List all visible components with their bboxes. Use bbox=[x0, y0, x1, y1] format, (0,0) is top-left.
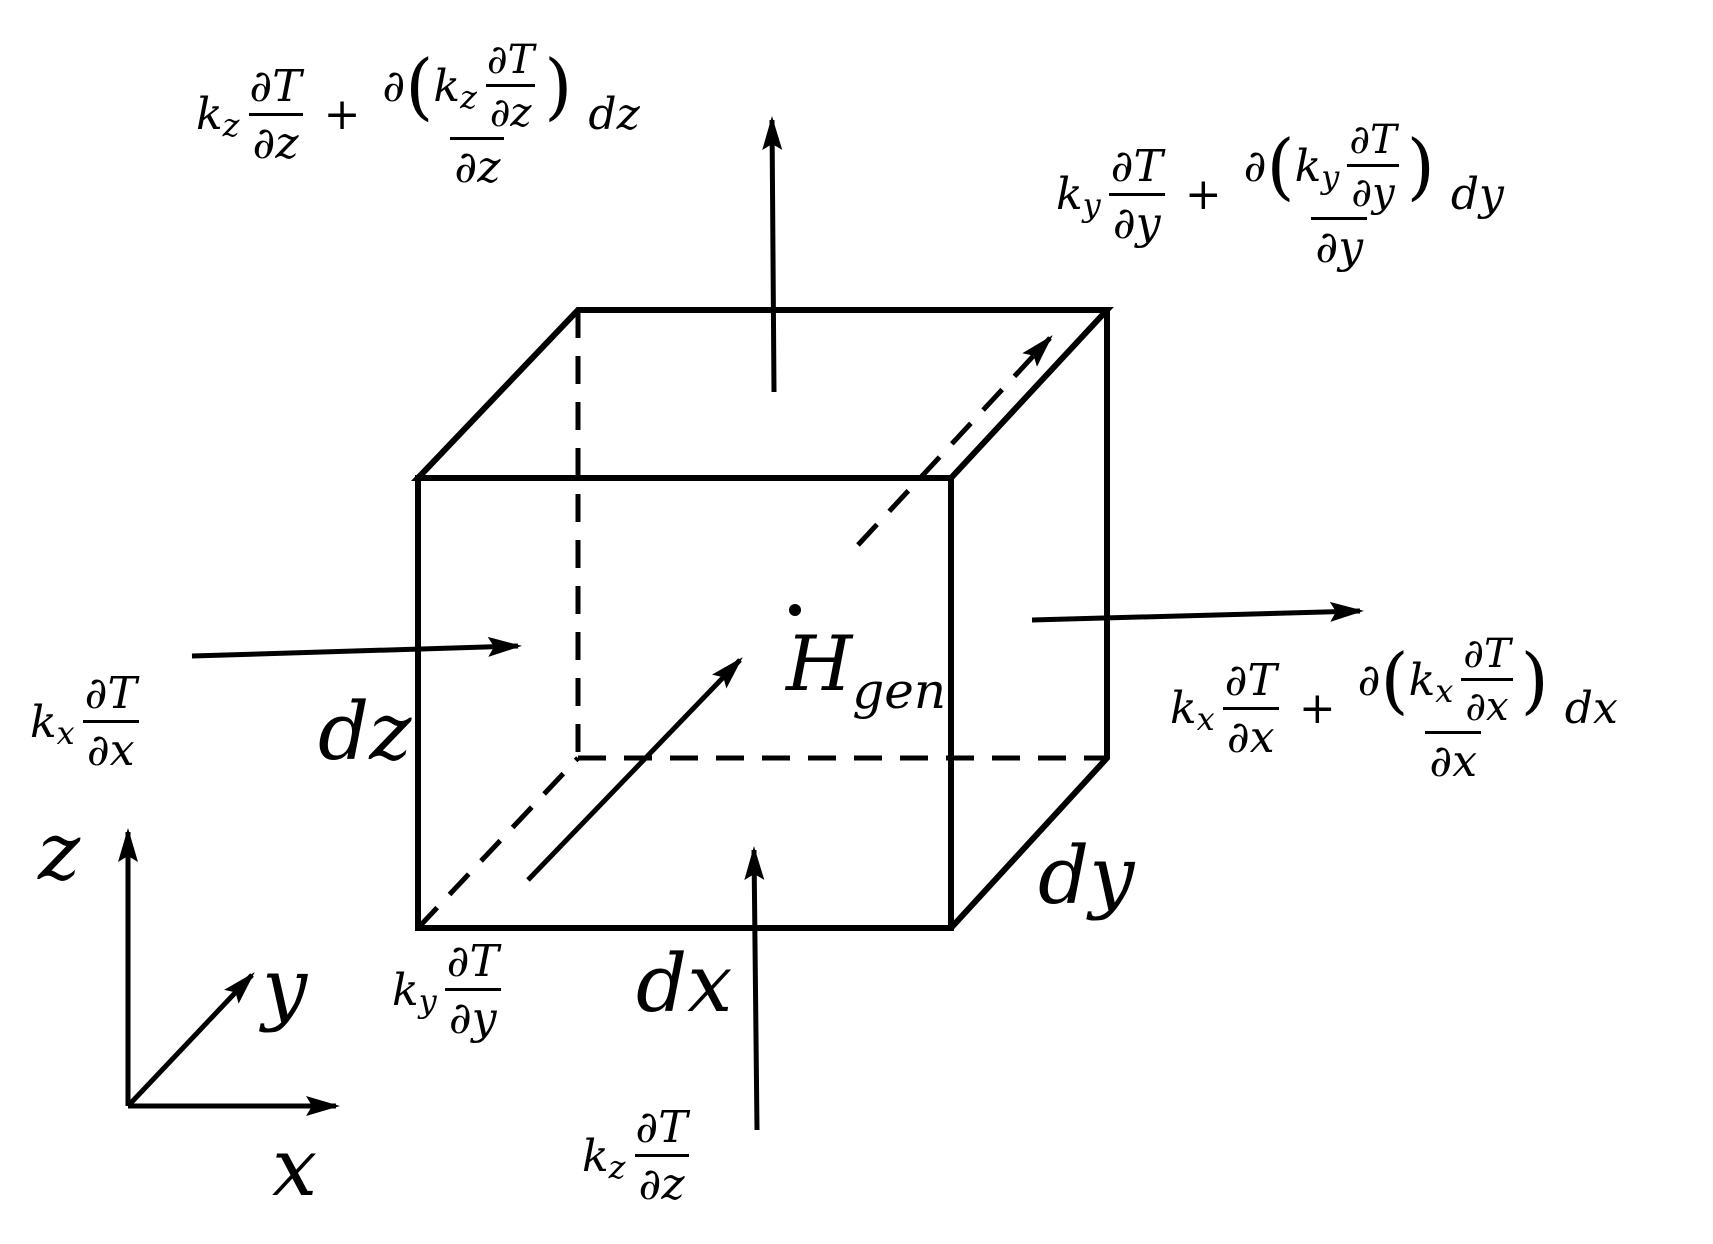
axis-z-label: z bbox=[38, 805, 81, 898]
heat-generation-subscript: gen bbox=[852, 662, 947, 720]
heat-generation-symbol: H bbox=[786, 619, 853, 708]
flux-arrow-y-in bbox=[526, 657, 743, 882]
fraction: ∂T ∂x bbox=[1222, 654, 1279, 763]
axis-y-label: y bbox=[262, 941, 308, 1034]
axis-y-line bbox=[126, 972, 255, 1108]
heat-generation-label: Hgen bbox=[786, 626, 946, 717]
dx-label: dx bbox=[636, 937, 733, 1030]
fraction: ∂T ∂y bbox=[445, 936, 501, 1044]
coef-sub: z bbox=[222, 106, 240, 144]
cube-top-face bbox=[411, 307, 1114, 481]
fraction: ∂T ∂z bbox=[634, 1102, 689, 1210]
dz-label: dz bbox=[318, 685, 412, 778]
heat-source-point bbox=[789, 604, 801, 616]
fraction: ∂T ∂y bbox=[1109, 140, 1165, 249]
axis-x-label: x bbox=[272, 1121, 318, 1214]
cube-right-face bbox=[948, 310, 1110, 931]
dy-label: dy bbox=[1038, 829, 1135, 922]
fraction: ∂T ∂x bbox=[82, 668, 139, 776]
flux-arrow-z-out bbox=[762, 116, 783, 393]
flux-arrow-x-in bbox=[191, 636, 522, 659]
coef-k: k bbox=[196, 89, 223, 140]
fraction: ∂T ∂z bbox=[248, 60, 303, 169]
cube-hidden-edge-depth bbox=[416, 756, 580, 930]
flux-arrow-z-in bbox=[744, 846, 765, 1131]
flux-arrow-y-out bbox=[856, 335, 1053, 547]
flux-arrow-x-out bbox=[1031, 601, 1364, 623]
plus-sign: + bbox=[323, 89, 361, 140]
differential: dz bbox=[588, 89, 640, 140]
